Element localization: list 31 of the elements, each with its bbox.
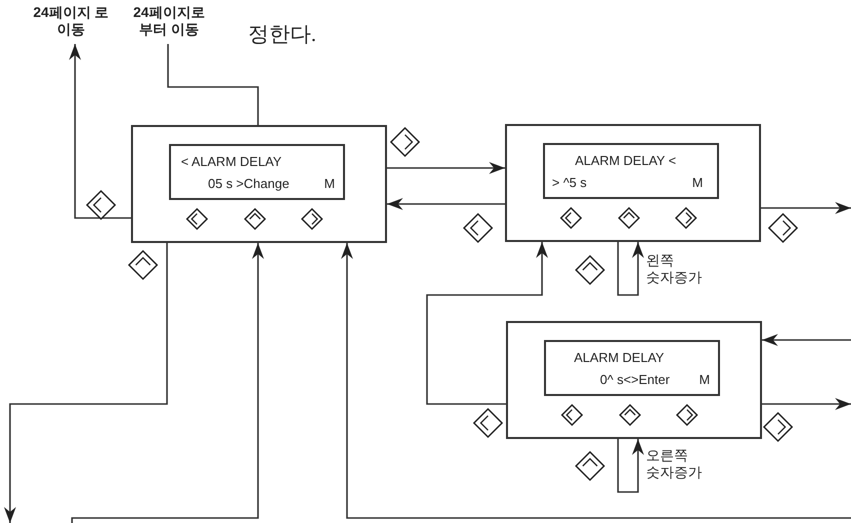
connector-line <box>167 44 259 125</box>
arrow <box>761 202 851 214</box>
arrow <box>71 243 264 523</box>
display-text: > ^5 s <box>552 175 587 191</box>
display-screen <box>544 340 720 396</box>
arrow <box>617 439 644 493</box>
display-text: M <box>324 176 335 192</box>
arrow <box>387 162 505 174</box>
display-text: 0^ s<>Enter <box>600 372 670 388</box>
display-text: < ALARM DELAY <box>181 154 282 170</box>
display-screen <box>543 143 719 199</box>
arrow <box>387 198 505 210</box>
display-text: 05 s >Change <box>208 176 290 192</box>
arrow <box>69 44 131 219</box>
device-panel <box>505 124 761 242</box>
display-screen <box>169 144 345 200</box>
page-reference-label: 24페이지 로 이동 <box>30 4 112 44</box>
display-text: ALARM DELAY <box>574 350 664 366</box>
display-text: M <box>699 372 710 388</box>
device-panel <box>506 321 762 439</box>
device-panel <box>131 125 387 243</box>
arrow <box>341 243 851 519</box>
display-text: M <box>692 175 703 191</box>
arrow <box>762 334 851 346</box>
arrow <box>4 243 168 523</box>
page-reference-label: 24페이지로 부터 이동 <box>124 4 214 44</box>
body-text: 정한다. <box>248 21 316 48</box>
arrow <box>762 398 851 410</box>
arrow <box>617 242 644 296</box>
arrow <box>426 242 548 405</box>
display-text: ALARM DELAY < <box>575 153 676 169</box>
